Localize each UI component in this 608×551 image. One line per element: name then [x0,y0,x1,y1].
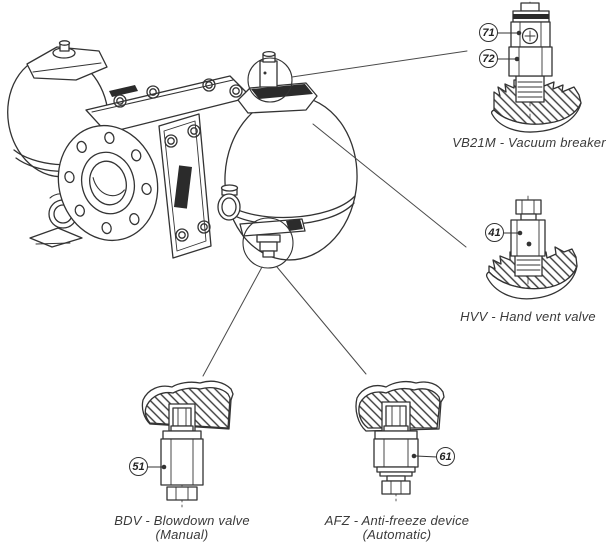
callout-51: 51 [129,457,148,476]
right-chamber [224,95,358,261]
callout-71: 71 [479,23,498,42]
flange-bolt-holes [64,131,152,235]
afz-subcaption: (Automatic) [362,527,432,542]
seal-ring [217,184,241,221]
callout-leaders [147,30,523,470]
nameplate [173,165,193,209]
callout-41: 41 [485,223,504,242]
side-bonnet [158,113,212,259]
magnifier-circle-top [247,57,293,103]
magnifier-circle-bottom [242,217,294,269]
hvv-detail [485,195,578,300]
afz-caption: AFZ - Anti-freeze device [324,513,470,528]
bdv-caption: BDV - Blowdown valve [114,513,250,528]
inlet-flange [57,124,159,242]
afz-detail [355,380,445,503]
callout-72: 72 [479,49,498,68]
vb21m-caption: VB21M - Vacuum breaker [452,135,606,150]
main-assembly [7,40,358,269]
upper-bonnet [85,75,252,134]
callout-61: 61 [436,447,455,466]
bdv-detail [141,380,234,508]
connector-lines [202,50,468,377]
top-connection [237,50,318,114]
vb21m-detail [490,1,582,133]
bottom-connection [239,218,306,258]
bonnet-bolt [113,78,243,108]
left-chamber [7,40,109,248]
hvv-caption: HVV - Hand vent valve [460,309,596,324]
bdv-subcaption: (Manual) [155,527,209,542]
